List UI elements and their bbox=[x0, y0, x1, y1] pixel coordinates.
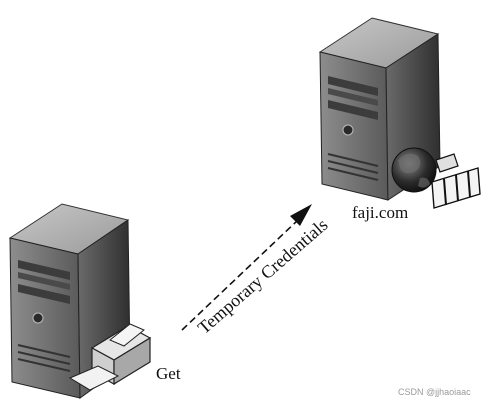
printer-icon bbox=[68, 323, 152, 391]
film-icon bbox=[431, 153, 481, 209]
get-label: Get bbox=[156, 364, 181, 383]
server-domain-label: faji.com bbox=[352, 203, 409, 222]
arrow-icon bbox=[181, 204, 312, 331]
globe-icon bbox=[391, 147, 437, 193]
watermark: CSDN @jjhaoiaac bbox=[398, 387, 471, 397]
